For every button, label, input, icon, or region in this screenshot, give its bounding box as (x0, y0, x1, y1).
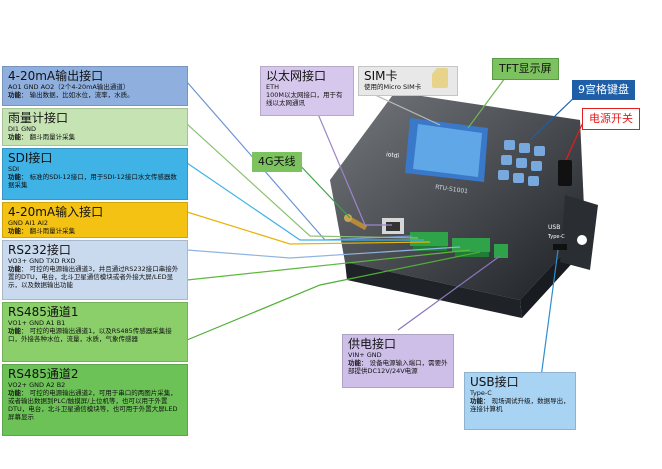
label-desc: 可控的电源输出通道2，可用于串口的两图片采集，或者输出数据到PLC/触摸屏/上位… (8, 389, 178, 421)
label-desc-label: 功能 (8, 327, 21, 335)
label-title: 4G天线 (258, 155, 296, 168)
label-desc: 现场调试升级，数据导出，连接计算机 (470, 397, 570, 413)
label-desc-label: 功能 (348, 359, 361, 367)
label-desc-label: 功能 (8, 133, 21, 141)
sim-card-icon (432, 68, 448, 88)
label-title: 4-20mA输入接口 (8, 205, 104, 219)
label-sub: VO1+ GND A1 B1 (8, 319, 66, 327)
label-desc-label: 功能 (8, 173, 21, 181)
label-desc: 输出数据，比如水位，流率，水质。 (29, 91, 134, 99)
label-rs232: RS232接口 VO3+ GND TXD RXD 功能： 可控的电源输出通道3，… (2, 240, 188, 300)
label-rs485-2: RS485通道2 VO2+ GND A2 B2 功能： 可控的电源输出通道2，可… (2, 364, 188, 436)
label-desc-label: 功能 (8, 265, 21, 273)
label-sub: VIN+ GND (348, 351, 382, 359)
label-desc: 100M以太网接口，用于有线以太网通讯 (266, 91, 343, 107)
label-desc: 标准的SDI-12接口，用于SDI-12接口水文传感器数据采集 (8, 173, 177, 189)
device-usb-label: USB (548, 224, 561, 231)
label-desc-label: 功能 (8, 227, 21, 235)
label-antenna: 4G天线 (252, 152, 302, 172)
label-sub: VO2+ GND A2 B2 (8, 381, 66, 389)
label-title: SIM卡 (364, 69, 398, 83)
label-title: 9宫格键盘 (578, 83, 629, 96)
label-title: RS485通道1 (8, 305, 79, 319)
label-rs485-1: RS485通道1 VO1+ GND A1 B1 功能： 可控的电源输出通道1，以… (2, 302, 188, 362)
label-sub: SDI (8, 165, 20, 173)
label-desc: 翻斗雨量计采集 (29, 227, 76, 235)
label-4-20ma-output: 4-20mA输出接口 AO1 GND AO2（2个4-20mA输出通道） 功能：… (2, 66, 188, 106)
label-4-20ma-input: 4-20mA输入接口 GND AI1 AI2 功能： 翻斗雨量计采集 (2, 202, 188, 238)
label-power-switch: 电源开关 (582, 108, 640, 130)
label-sub: VO3+ GND TXD RXD (8, 257, 76, 265)
label-title: RS485通道2 (8, 367, 79, 381)
power-switch (558, 160, 572, 186)
label-sub: GND AI1 AI2 (8, 219, 49, 227)
label-sdi: SDI接口 SDI 功能： 标准的SDI-12接口，用于SDI-12接口水文传感… (2, 148, 188, 200)
label-title: 电源开关 (589, 112, 633, 125)
label-title: SDI接口 (8, 151, 53, 165)
label-sub: ETH (266, 83, 279, 91)
connector-lines (186, 77, 586, 386)
label-desc: 使用的Micro SIM卡 (364, 83, 422, 91)
label-sub: DI1 GND (8, 125, 37, 133)
label-tft: TFT显示屏 (492, 58, 559, 80)
rtu-device (330, 92, 598, 318)
label-title: 供电接口 (348, 337, 397, 351)
label-desc: 设备电源输入端口，需要外部提供DC12V/24V电源 (348, 359, 448, 375)
label-desc: 可控的电源输出通道1，以及RS485传感器采集接口，外接各种水位，流量，水质，气… (8, 327, 172, 343)
label-sub: Type-C (470, 389, 492, 397)
label-title: 4-20mA输出接口 (8, 69, 104, 83)
label-title: RS232接口 (8, 243, 71, 257)
label-sub: AO1 GND AO2（2个4-20mA输出通道） (8, 83, 130, 91)
label-keypad: 9宫格键盘 (572, 80, 635, 100)
label-usb: USB接口 Type-C 功能： 现场调试升级，数据导出，连接计算机 (464, 372, 576, 430)
label-title: TFT显示屏 (499, 62, 552, 75)
label-rain-gauge: 雨量计接口 DI1 GND 功能： 翻斗雨量计采集 (2, 108, 188, 146)
label-title: 雨量计接口 (8, 111, 69, 125)
label-desc: 可控的电源输出通道3，并且通过RS232接口串接外置的DTU，电台，北斗卫星通信… (8, 265, 179, 289)
label-desc: 翻斗雨量计采集 (29, 133, 76, 141)
label-desc-label: 功能 (8, 91, 21, 99)
label-power-port: 供电接口 VIN+ GND 功能： 设备电源输入端口，需要外部提供DC12V/2… (342, 334, 454, 388)
label-desc-label: 功能 (8, 389, 21, 397)
device-typec-label: Type-C (548, 234, 565, 240)
label-title: USB接口 (470, 375, 519, 389)
label-ethernet: 以太网接口 ETH 100M以太网接口，用于有线以太网通讯 (260, 66, 354, 116)
label-title: 以太网接口 (266, 69, 327, 83)
label-desc-label: 功能 (470, 397, 483, 405)
